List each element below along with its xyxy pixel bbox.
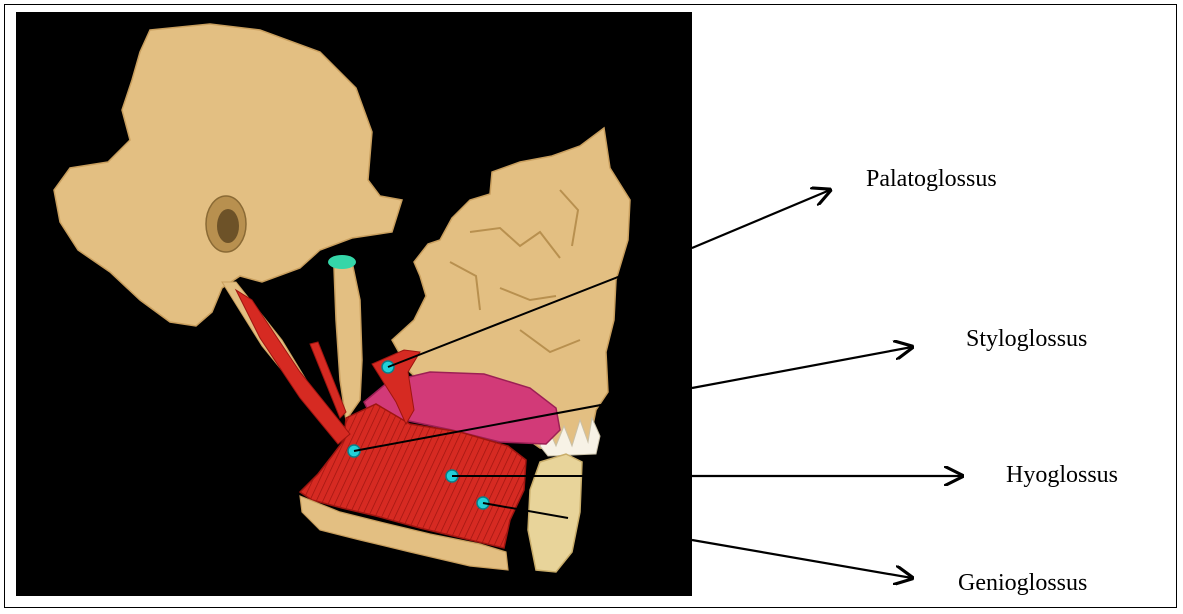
label-styloglossus: Styloglossus bbox=[966, 326, 1087, 353]
label-genioglossus: Genioglossus bbox=[958, 570, 1087, 597]
arrow-styloglossus bbox=[692, 347, 912, 388]
label-arrows bbox=[692, 190, 962, 578]
condyle-cartilage bbox=[328, 255, 356, 269]
label-palatoglossus: Palatoglossus bbox=[866, 166, 997, 193]
label-hyoglossus: Hyoglossus bbox=[1006, 462, 1118, 489]
ear-canal-inner bbox=[217, 209, 239, 243]
arrow-genioglossus bbox=[692, 540, 912, 578]
arrow-palatoglossus bbox=[692, 190, 830, 248]
